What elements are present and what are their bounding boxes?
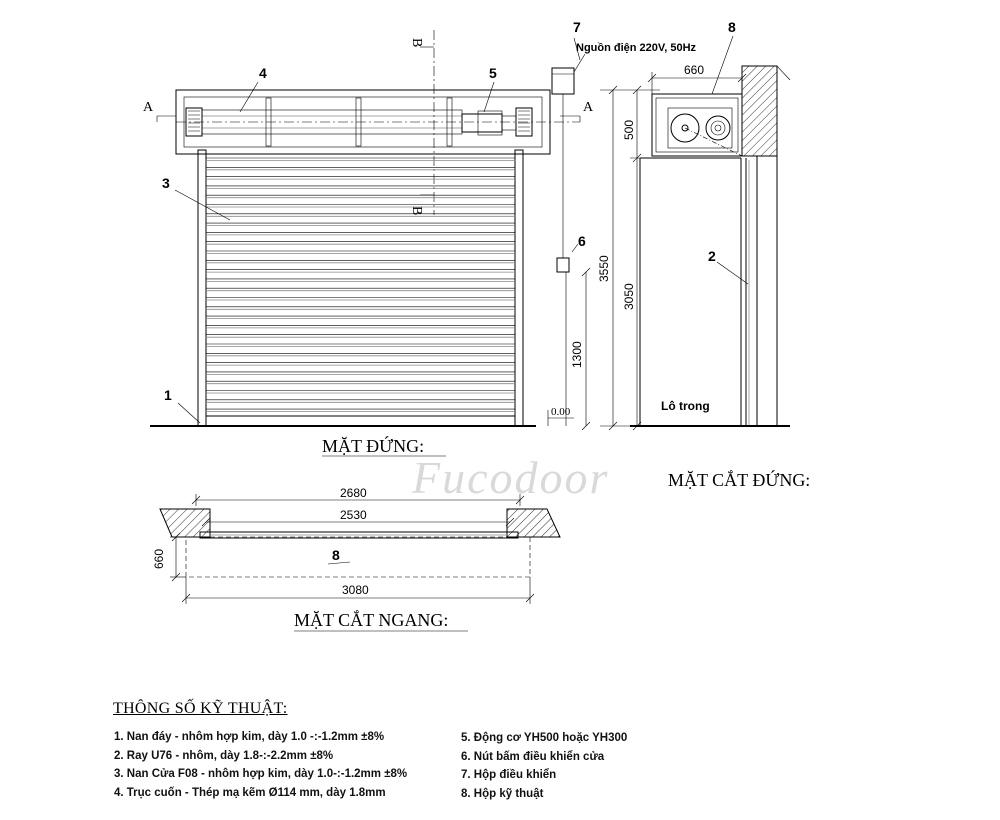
spec-item: 6. Nút bấm điều khiển cửa	[461, 750, 605, 763]
dim-660-section: 660	[684, 63, 704, 77]
callout-4: 4	[259, 65, 267, 81]
horizontal-section: 2680 2530 660 8 3080	[152, 486, 561, 604]
plan-wall-left	[159, 508, 211, 538]
callout-2: 2	[708, 248, 716, 264]
dim-3050: 3050	[622, 283, 636, 310]
plan-curtain	[199, 531, 519, 539]
dim-3550: 3550	[597, 255, 611, 282]
spec-item: 1. Nan đáy - nhôm hợp kim, dày 1.0 -:-1.…	[114, 731, 385, 743]
watermark: Fucodoor	[411, 452, 609, 503]
lintel-label: Lô trong	[661, 399, 710, 413]
level-mark: 0.00	[551, 406, 571, 418]
spec-item: 7. Hộp điều khiển	[461, 769, 557, 781]
callout-8-plan: 8	[332, 547, 340, 563]
spec-item: 3. Nan Cửa F08 - nhôm hợp kim, dày 1.0-:…	[114, 768, 408, 780]
plan-wall-right	[506, 508, 561, 538]
title-horizontal-section: MẶT CẮT NGANG:	[294, 609, 448, 630]
callout-6: 6	[578, 233, 586, 249]
dim-660-plan: 660	[152, 549, 166, 569]
specs-left-list: 1. Nan đáy - nhôm hợp kim, dày 1.0 -:-1.…	[114, 728, 407, 802]
technical-box	[651, 93, 743, 157]
dim-2530: 2530	[340, 508, 367, 522]
callout-5: 5	[489, 65, 497, 81]
dim-3080: 3080	[342, 583, 369, 597]
section-mark-b-top: B	[409, 38, 424, 47]
section-mark-a-right: A	[583, 100, 594, 115]
guide-rail-left	[197, 149, 207, 427]
plan-technical-box	[185, 536, 531, 578]
spec-item: 2. Ray U76 - nhôm, dày 1.8-:-2.2mm ±8%	[114, 749, 334, 762]
callouts-front: 4 5 3 1	[162, 65, 497, 424]
section-mark-b-bottom: B	[409, 206, 424, 215]
control-button	[556, 257, 570, 273]
motor	[461, 113, 503, 133]
guide-rail-right	[514, 149, 524, 427]
dim-1300: 1300	[570, 341, 584, 368]
spec-item: 8. Hộp kỹ thuật	[461, 787, 544, 800]
title-vertical-section: MẶT CẮT ĐỨNG:	[668, 469, 810, 490]
callout-7: 7	[573, 19, 581, 35]
dim-500: 500	[622, 120, 636, 140]
callout-3: 3	[162, 175, 170, 191]
callout-1: 1	[164, 387, 172, 403]
spec-item: 5. Động cơ YH500 hoặc YH300	[461, 732, 628, 744]
power-note: Nguồn điện 220V, 50Hz	[576, 42, 697, 54]
front-elevation: A A B B	[143, 30, 594, 427]
section-mark-a-left: A	[143, 100, 154, 115]
vertical-section: 3550 500 3050 Lô trong	[597, 19, 791, 431]
specs-right-list: 5. Động cơ YH500 hoặc YH300 6. Nút bấm đ…	[461, 729, 627, 803]
title-front-elevation: MẶT ĐỨNG:	[322, 435, 424, 456]
curtain-slats	[206, 157, 515, 413]
spec-item: 4. Trục cuốn - Thép mạ kẽm Ø114 mm, dày …	[114, 786, 386, 799]
bottom-bar	[205, 415, 516, 427]
specs-title: THÔNG SỐ KỸ THUẬT:	[113, 700, 288, 717]
control-equipment: Nguồn điện 220V, 50Hz 7 6 1300 0.00	[547, 19, 697, 431]
dim-2680: 2680	[340, 486, 367, 500]
callout-8: 8	[728, 19, 736, 35]
control-box	[551, 67, 575, 95]
